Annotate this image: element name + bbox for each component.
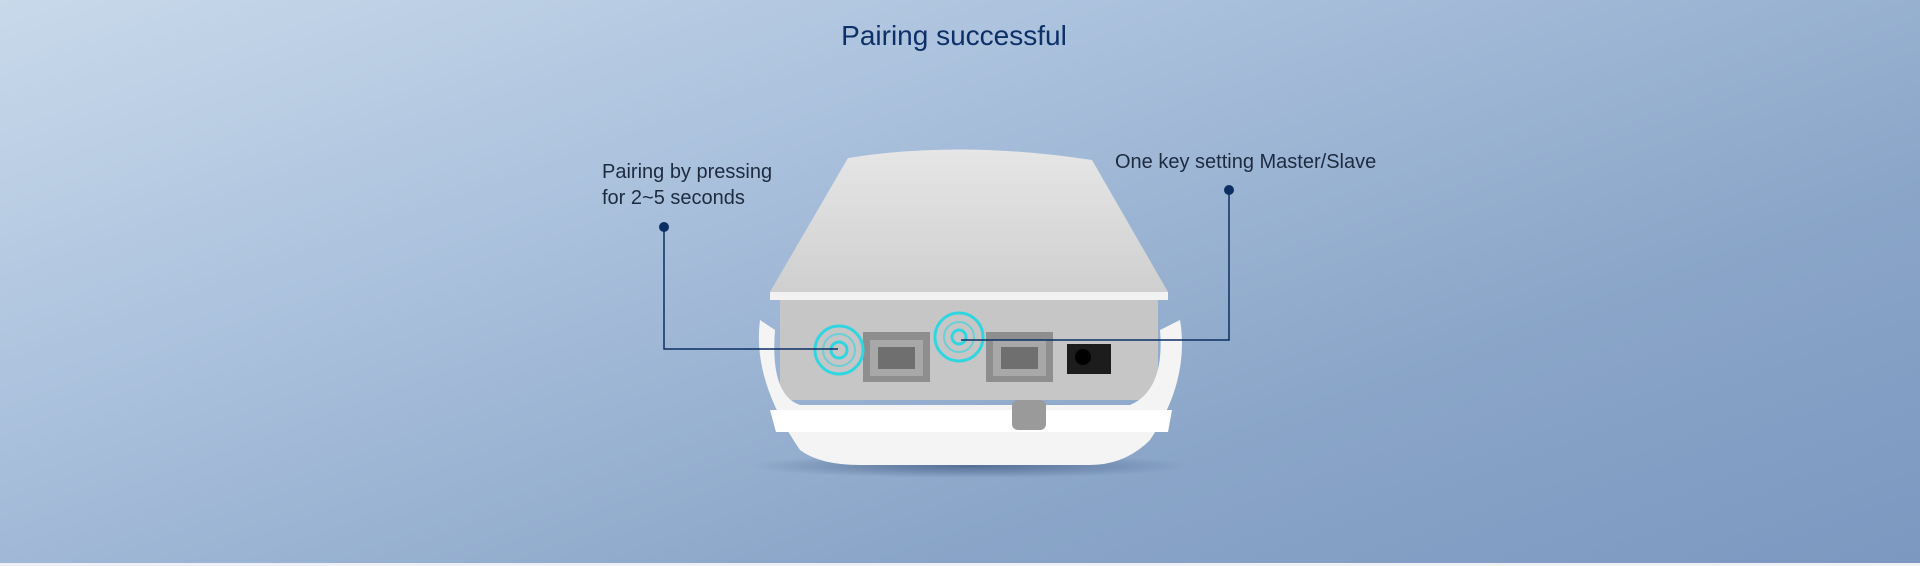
master-slave-leader-dot — [1224, 185, 1234, 195]
power-jack — [1067, 344, 1111, 374]
master-slave-callout: One key setting Master/Slave — [1115, 151, 1377, 173]
pairing-callout-line2: for 2~5 seconds — [602, 187, 745, 209]
ethernet-port-1 — [863, 332, 930, 382]
page-title: Pairing successful — [841, 20, 1067, 51]
bottom-divider — [0, 563, 1920, 566]
pairing-callout-line1: Pairing by pressing — [602, 161, 773, 183]
pairing-leader-line — [663, 227, 838, 350]
mode-switch-highlight — [933, 311, 985, 363]
pairing-callout: Pairing by pressing for 2~5 seconds — [602, 159, 772, 211]
device-lid — [770, 149, 1168, 292]
pairing-leader-dot — [659, 222, 669, 232]
pair-button-highlight — [813, 324, 865, 376]
master-slave-leader-line — [961, 190, 1230, 341]
